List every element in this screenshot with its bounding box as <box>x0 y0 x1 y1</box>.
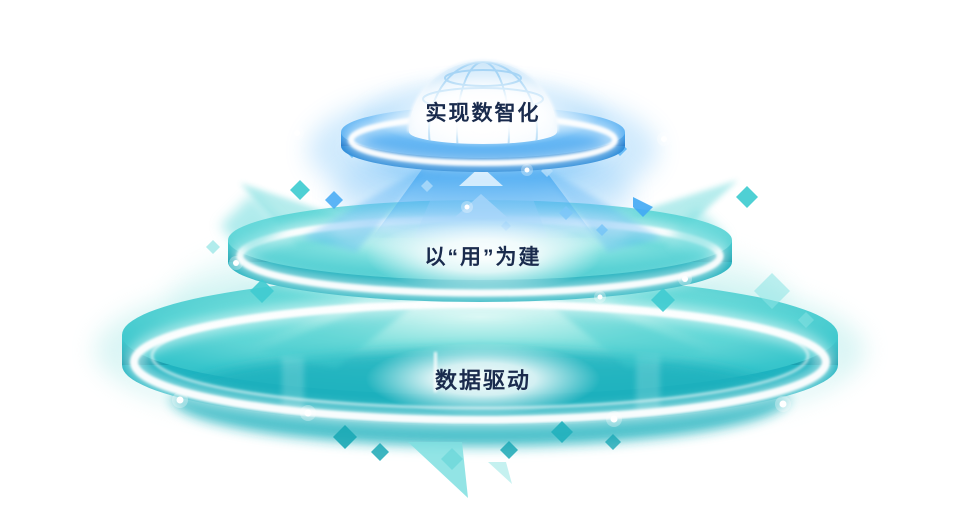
bottom-fragments <box>333 421 621 498</box>
tier-label-top: 实现数智化 <box>426 97 541 127</box>
blue-spray <box>302 162 432 252</box>
triangle-fragment <box>488 462 512 484</box>
glow-dots <box>172 126 791 427</box>
up-arrow-icon <box>459 166 503 186</box>
blue-spray <box>536 162 662 252</box>
tier-label-middle: 以“用”为建 <box>425 241 542 271</box>
teal-diamonds <box>206 180 814 328</box>
up-arrow-icon <box>454 194 508 218</box>
bottom-ring <box>126 296 834 428</box>
triangle-fragment <box>408 442 468 498</box>
tier-label-bottom: 数据驱动 <box>435 363 531 395</box>
